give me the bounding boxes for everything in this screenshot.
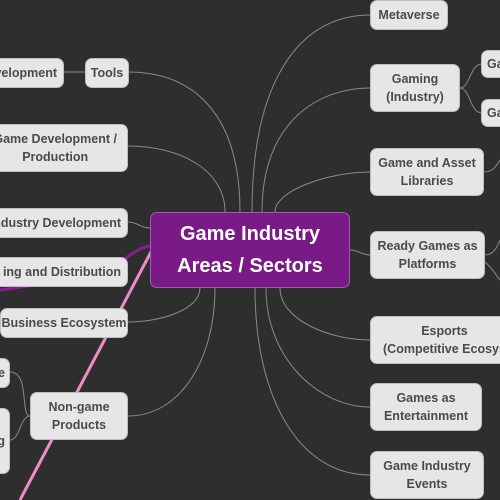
- node-non-game-sub-1[interactable]: e: [0, 358, 10, 388]
- node-gaming-industry[interactable]: Gaming (Industry): [370, 64, 460, 112]
- node-game-asset-libraries[interactable]: Game and Asset Libraries: [370, 148, 484, 196]
- node-non-game-products[interactable]: Non-game Products: [30, 392, 128, 440]
- connector-game-asset-libraries: [274, 171, 371, 213]
- connector-gaming-sub-2: [459, 87, 483, 114]
- connector-pink-branch: [18, 249, 154, 500]
- connector-game-dev-production: [127, 145, 226, 213]
- node-development[interactable]: velopment: [0, 58, 64, 88]
- node-gaming-sub-2[interactable]: Ga: [481, 99, 500, 127]
- connector-ready-games: [349, 249, 371, 256]
- node-gaming-sub-1[interactable]: Ga: [481, 50, 500, 78]
- connector-esports: [279, 287, 371, 341]
- connector-business-ecosystem: [127, 287, 201, 323]
- connector-metaverse: [251, 14, 371, 213]
- central-topic-node[interactable]: Game Industry Areas / Sectors: [150, 212, 350, 288]
- connector-industry-development: [127, 221, 151, 229]
- node-game-dev-production[interactable]: Game Development / Production: [0, 124, 128, 172]
- connector-game-industry-events: [254, 287, 371, 476]
- node-games-entertainment[interactable]: Games as Entertainment: [370, 383, 482, 431]
- node-tools[interactable]: Tools: [85, 58, 129, 88]
- connector-ready-stub-2: [484, 261, 500, 281]
- node-game-industry-events[interactable]: Game Industry Events: [370, 451, 484, 499]
- node-industry-development[interactable]: Industry Development: [0, 208, 128, 238]
- node-esports[interactable]: Esports (Competitive Ecosys: [370, 316, 500, 364]
- node-business-ecosystem[interactable]: Business Ecosystem: [0, 308, 128, 338]
- connector-tools: [127, 71, 241, 213]
- connector-non-game-sub-2: [9, 415, 31, 441]
- node-publishing-distribution[interactable]: ing and Distribution: [0, 257, 128, 287]
- connector-gaming-sub-1: [459, 63, 483, 89]
- connector-games-entertainment: [265, 287, 371, 408]
- node-ready-games[interactable]: Ready Games as Platforms: [370, 231, 485, 279]
- node-non-game-sub-2[interactable]: g: [0, 408, 10, 474]
- connector-ready-stub: [484, 239, 500, 256]
- connector-gaming-industry: [261, 87, 371, 213]
- connector-non-game-products: [127, 287, 216, 417]
- node-metaverse[interactable]: Metaverse: [370, 0, 448, 30]
- connector-asset-stub: [483, 159, 500, 173]
- connector-non-game-sub-1: [9, 371, 31, 417]
